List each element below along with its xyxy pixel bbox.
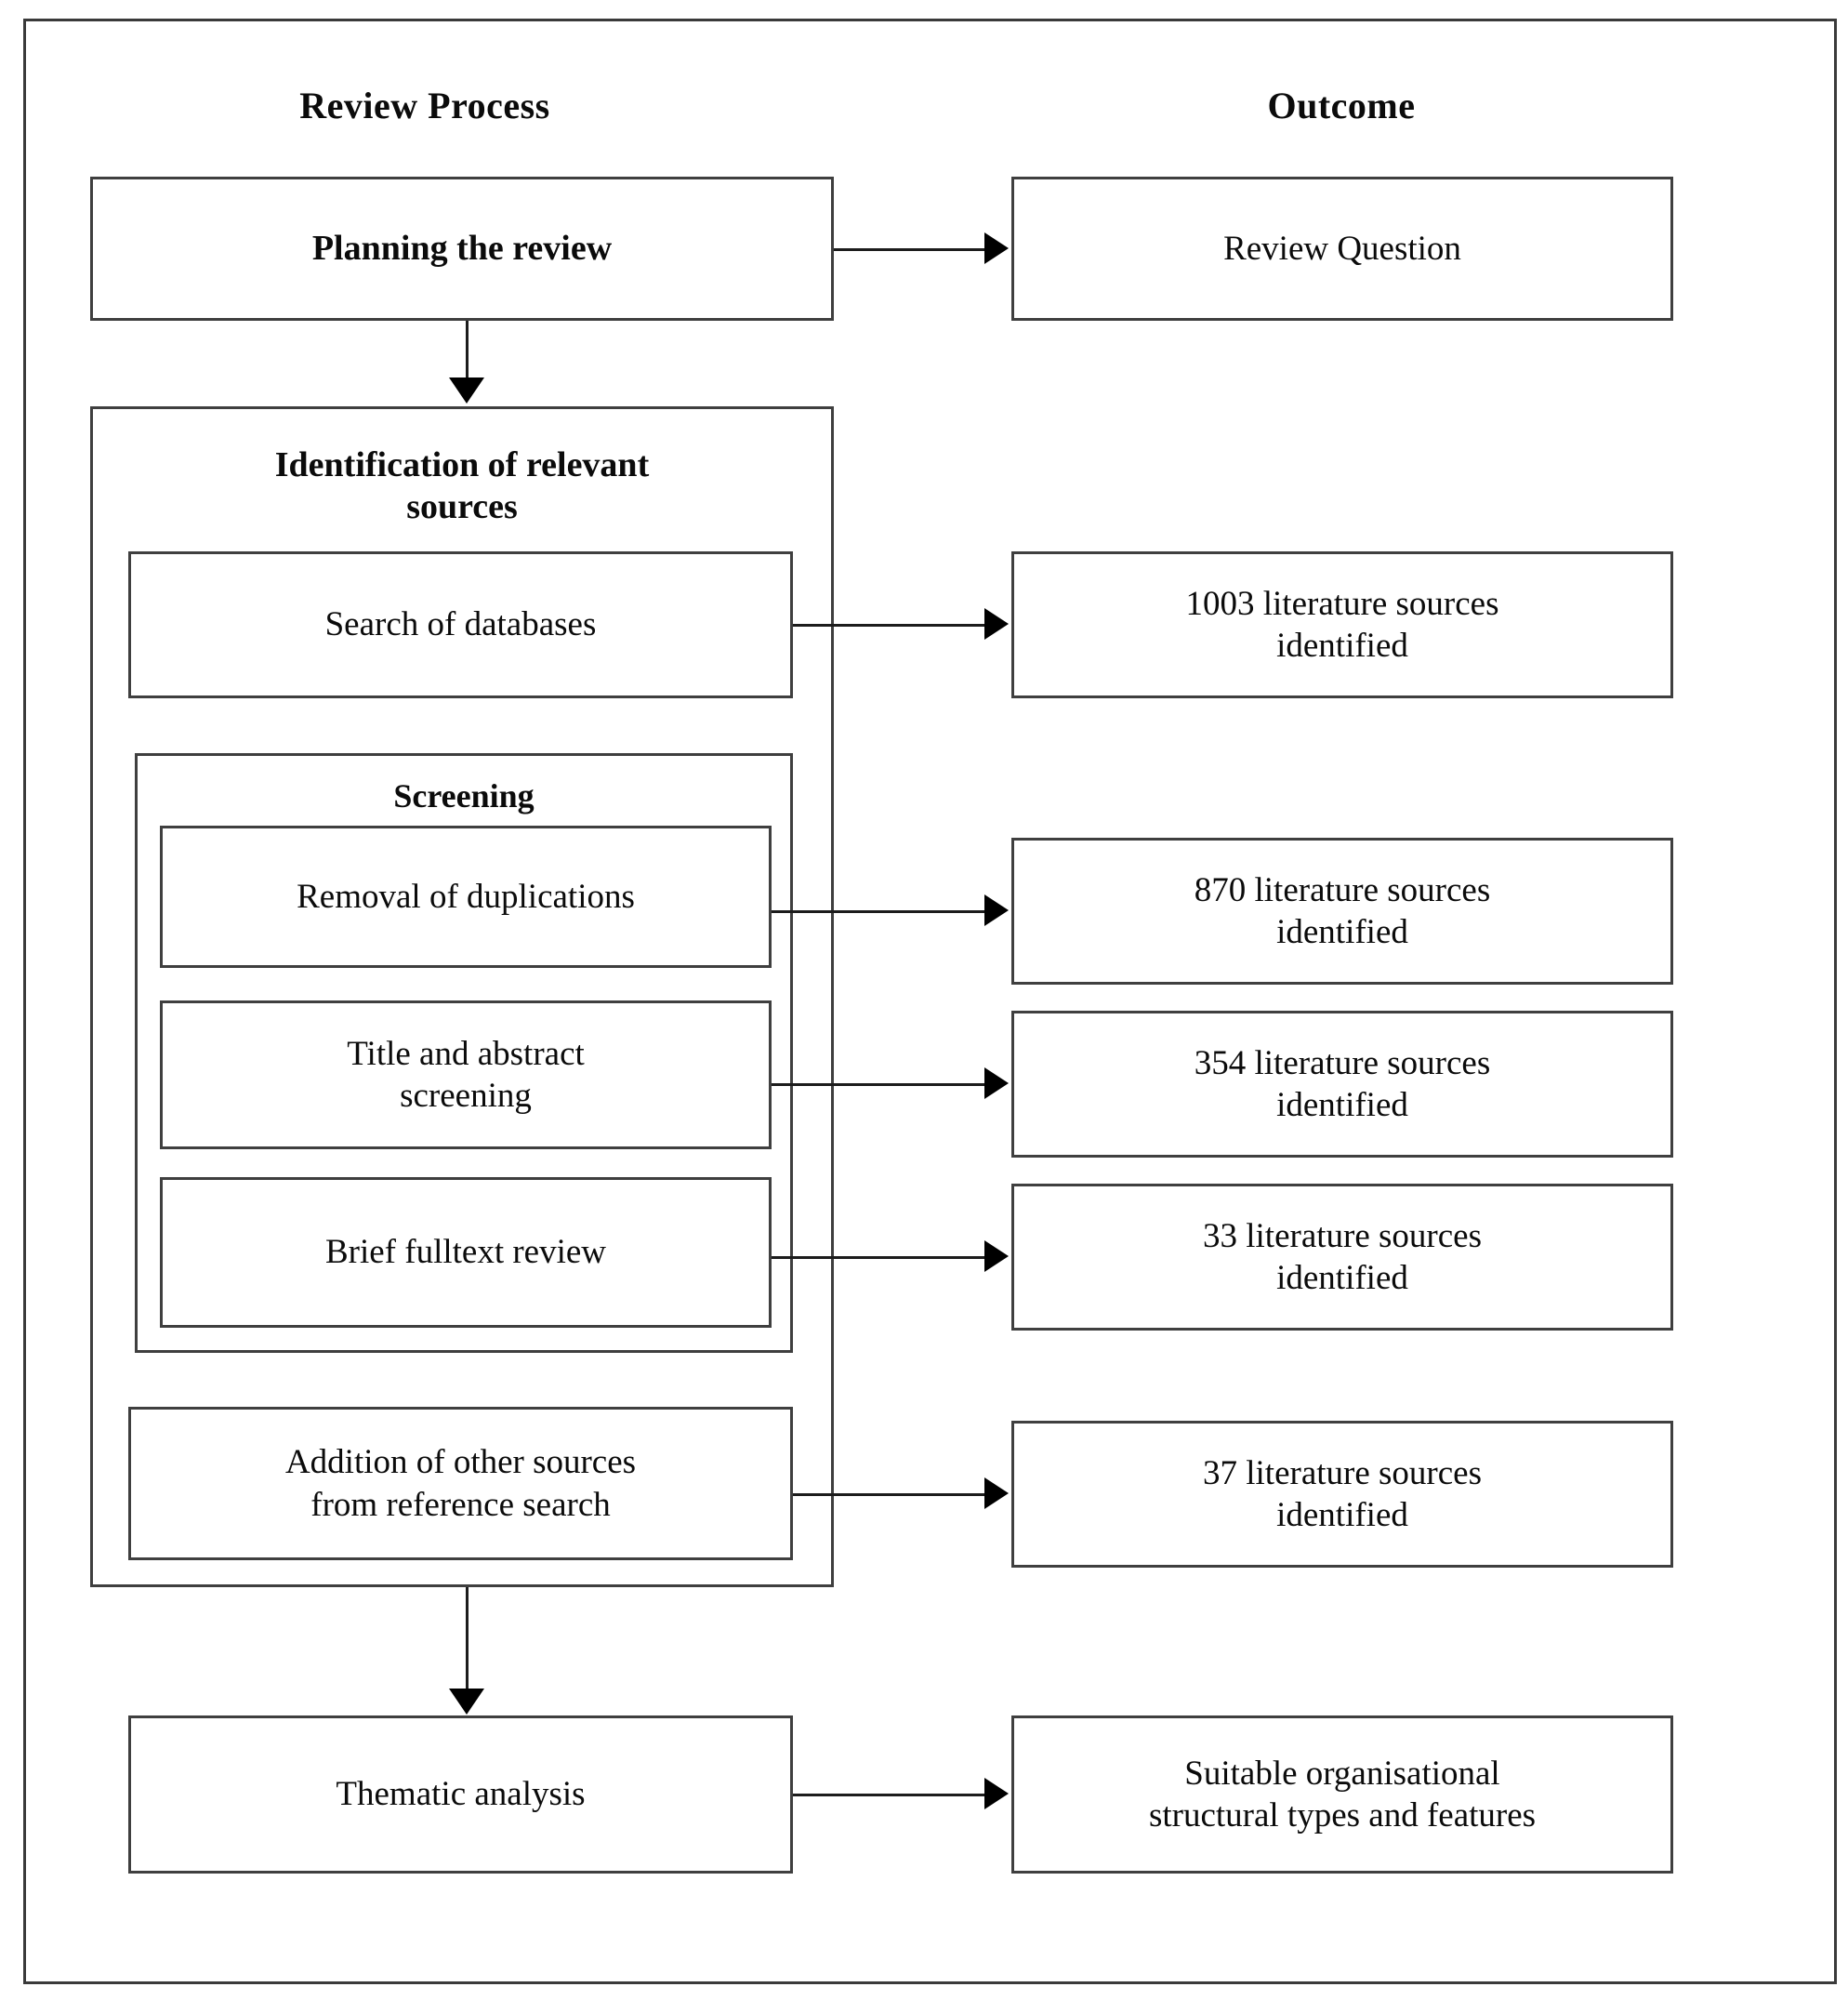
connector-thematic-analysis-to-final-outcome xyxy=(793,1794,986,1796)
connector-planning-to-identification xyxy=(466,321,469,378)
outcome-box-sources-37[interactable]: 37 literature sources identified xyxy=(1011,1421,1673,1568)
arrowhead-title-abstract-to-sources-354 xyxy=(984,1067,1009,1099)
outcome-box-review-question-label: Review Question xyxy=(1223,229,1461,268)
arrowhead-identification-to-thematic-analysis xyxy=(449,1689,484,1715)
arrowhead-search-to-sources-1003 xyxy=(984,608,1009,640)
arrowhead-planning-to-identification xyxy=(449,377,484,404)
arrowhead-removal-to-sources-870 xyxy=(984,894,1009,926)
process-container-screening-title: Screening xyxy=(393,777,535,815)
process-box-addition-of-other-sources[interactable]: Addition of other sources from reference… xyxy=(128,1407,793,1560)
process-box-thematic-analysis-label: Thematic analysis xyxy=(336,1775,586,1814)
process-box-addition-of-other-sources-label: Addition of other sources from reference… xyxy=(284,1443,637,1524)
process-box-title-and-abstract-screening-label: Title and abstract screening xyxy=(347,1034,585,1115)
connector-search-to-sources-1003 xyxy=(793,624,986,627)
connector-addition-to-sources-37 xyxy=(793,1493,986,1496)
outcome-box-review-question[interactable]: Review Question xyxy=(1011,177,1673,321)
process-box-removal-of-duplications-label: Removal of duplications xyxy=(297,877,635,916)
process-box-search-of-databases[interactable]: Search of databases xyxy=(128,551,793,698)
outcome-box-sources-33-label: 33 literature sources identified xyxy=(1203,1216,1482,1297)
outcome-box-final-outcome[interactable]: Suitable organisational structural types… xyxy=(1011,1715,1673,1874)
arrowhead-thematic-analysis-to-final-outcome xyxy=(984,1778,1009,1809)
outcome-box-sources-1003[interactable]: 1003 literature sources identified xyxy=(1011,551,1673,698)
column-heading-review-process: Review Process xyxy=(299,85,550,126)
connector-planning-to-review-question xyxy=(834,248,986,251)
outcome-box-sources-354[interactable]: 354 literature sources identified xyxy=(1011,1011,1673,1158)
process-box-title-and-abstract-screening[interactable]: Title and abstract screening xyxy=(160,1000,772,1149)
process-box-planning-the-review-label: Planning the review xyxy=(311,229,613,269)
column-heading-outcome: Outcome xyxy=(1267,85,1416,126)
outcome-box-sources-354-label: 354 literature sources identified xyxy=(1194,1043,1491,1124)
process-box-brief-fulltext-review-label: Brief fulltext review xyxy=(324,1233,607,1272)
outcome-box-sources-1003-label: 1003 literature sources identified xyxy=(1185,584,1499,665)
connector-identification-to-thematic-analysis xyxy=(466,1587,469,1689)
connector-removal-to-sources-870 xyxy=(772,910,986,913)
process-container-identification-of-relevant-sources[interactable]: Identification of relevant sources xyxy=(90,406,834,1587)
process-container-identification-title: Identification of relevant sources xyxy=(274,445,650,526)
outcome-box-sources-37-label: 37 literature sources identified xyxy=(1203,1453,1482,1534)
arrowhead-addition-to-sources-37 xyxy=(984,1477,1009,1509)
process-box-removal-of-duplications[interactable]: Removal of duplications xyxy=(160,826,772,968)
process-box-brief-fulltext-review[interactable]: Brief fulltext review xyxy=(160,1177,772,1328)
process-box-search-of-databases-label: Search of databases xyxy=(324,605,597,644)
outcome-box-sources-870[interactable]: 870 literature sources identified xyxy=(1011,838,1673,985)
outcome-box-final-outcome-label: Suitable organisational structural types… xyxy=(1148,1754,1537,1834)
arrowhead-fulltext-to-sources-33 xyxy=(984,1240,1009,1272)
figure-outer-border xyxy=(23,19,1837,1984)
process-box-planning-the-review[interactable]: Planning the review xyxy=(90,177,834,321)
arrowhead-planning-to-review-question xyxy=(984,232,1009,264)
connector-title-abstract-to-sources-354 xyxy=(772,1083,986,1086)
outcome-box-sources-870-label: 870 literature sources identified xyxy=(1194,870,1491,951)
process-box-thematic-analysis[interactable]: Thematic analysis xyxy=(128,1715,793,1874)
process-container-screening[interactable]: Screening xyxy=(135,753,793,1353)
outcome-box-sources-33[interactable]: 33 literature sources identified xyxy=(1011,1184,1673,1331)
connector-fulltext-to-sources-33 xyxy=(772,1256,986,1259)
